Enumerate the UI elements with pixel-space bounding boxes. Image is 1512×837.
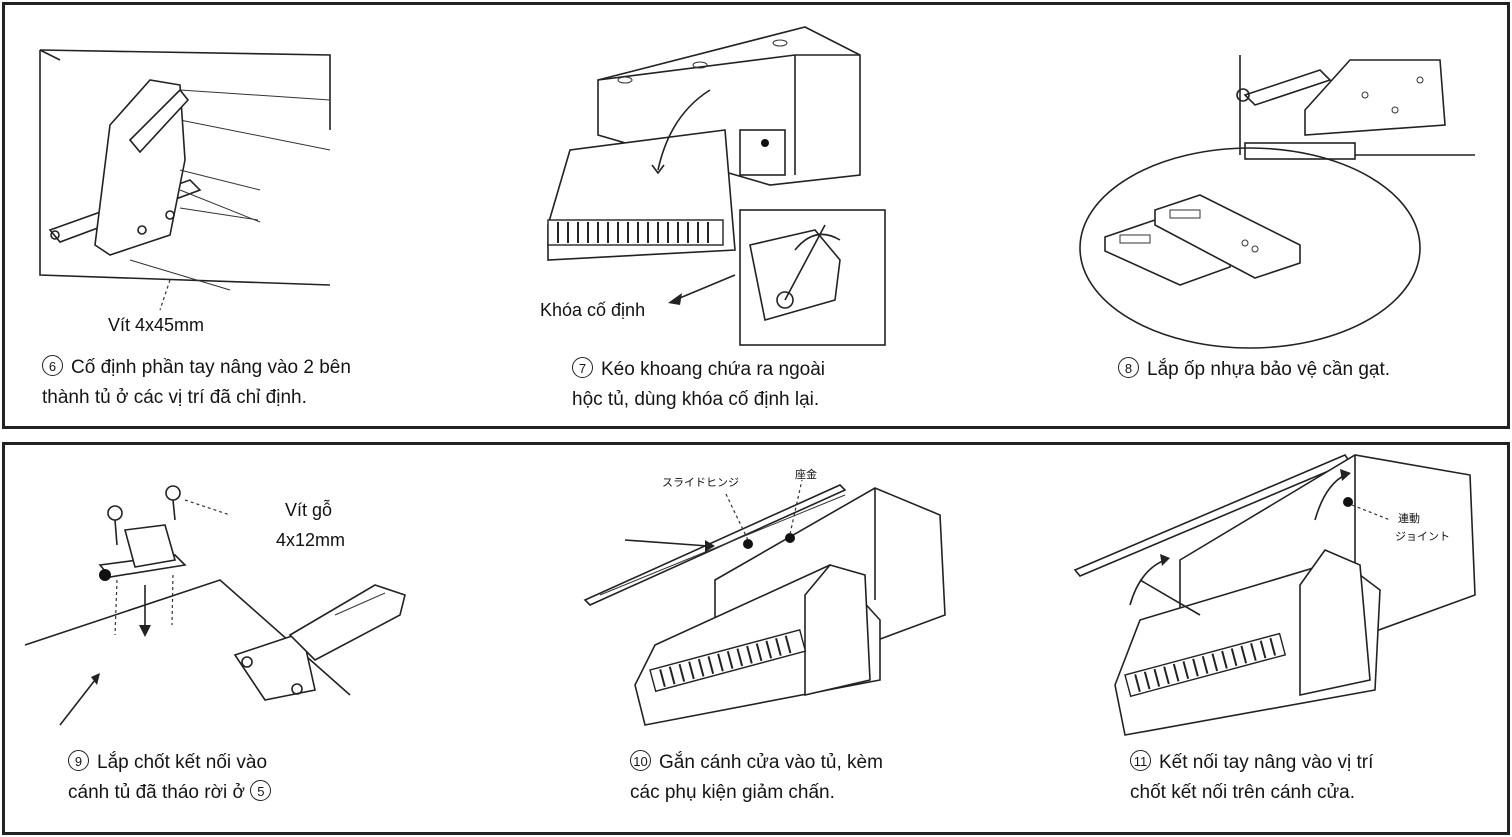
- caption-step-6-line2: thành tủ ở các vị trí đã chỉ định.: [42, 387, 307, 408]
- step-number-8: 8: [1118, 357, 1139, 378]
- figure-step-7: [547, 26, 886, 346]
- figure-step-9: [24, 485, 406, 726]
- label-wood-screw-line2: 4x12mm: [276, 530, 346, 550]
- figure-step-11: [1073, 454, 1476, 736]
- step-number-9: 9: [68, 750, 89, 771]
- label-wood-screw-line1: Vít gỗ: [285, 500, 333, 520]
- caption-step-7-line2: hộc tủ, dùng khóa cố định lại.: [572, 389, 820, 410]
- step-number-6: 6: [42, 355, 63, 376]
- caption-step-11-line2: chốt kết nối trên cánh cửa.: [1130, 782, 1356, 803]
- step-number-10: 10: [630, 750, 651, 771]
- caption-step-11-line1: Kết nối tay nâng vào vị trí: [1159, 752, 1374, 773]
- figure-step-8: [1079, 55, 1475, 349]
- caption-step-10: 10 Gắn cánh cửa vào tủ, kèm các phụ kiện …: [630, 748, 883, 808]
- caption-step-11: 11 Kết nối tay nâng vào vị trí chốt kết n…: [1130, 748, 1373, 808]
- caption-step-6-line1: Cố định phần tay nâng vào 2 bên: [71, 357, 351, 378]
- label-screw-4x45: Vít 4x45mm: [108, 315, 205, 335]
- caption-step-7-line1: Kéo khoang chứa ra ngoài: [601, 359, 825, 380]
- caption-step-9-line2: cánh tủ đã tháo rời ở: [68, 782, 246, 803]
- figure-step-6: [39, 49, 331, 311]
- caption-step-9-line1: Lắp chốt kết nối vào: [97, 752, 268, 773]
- step-ref-5: 5: [250, 780, 272, 801]
- caption-step-8-line1: Lắp ốp nhựa bảo vệ cần gạt.: [1147, 359, 1391, 380]
- label-link-joint-jp-1: 連動: [1398, 513, 1420, 525]
- step-number-7: 7: [572, 357, 593, 378]
- step-number-11: 11: [1130, 750, 1151, 771]
- label-slide-hinge-jp: スライドヒンジ: [662, 477, 739, 489]
- caption-step-7: 7 Kéo khoang chứa ra ngoài hộc tủ, dùng k…: [572, 355, 825, 415]
- caption-step-8: 8 Lắp ốp nhựa bảo vệ cần gạt.: [1118, 355, 1390, 385]
- figure-step-10: [583, 479, 946, 726]
- caption-step-10-line1: Gắn cánh cửa vào tủ, kèm: [659, 752, 883, 773]
- label-fixing-lock: Khóa cố định: [540, 300, 646, 320]
- label-base-jp: 座金: [795, 469, 817, 481]
- caption-step-9: 9 Lắp chốt kết nối vào cánh tủ đã tháo rờ…: [68, 748, 272, 808]
- caption-step-6: 6 Cố định phần tay nâng vào 2 bên thành t…: [42, 353, 351, 413]
- label-link-joint-jp-2: ジョイント: [1395, 531, 1450, 543]
- caption-step-10-line2: các phụ kiện giảm chấn.: [630, 782, 835, 803]
